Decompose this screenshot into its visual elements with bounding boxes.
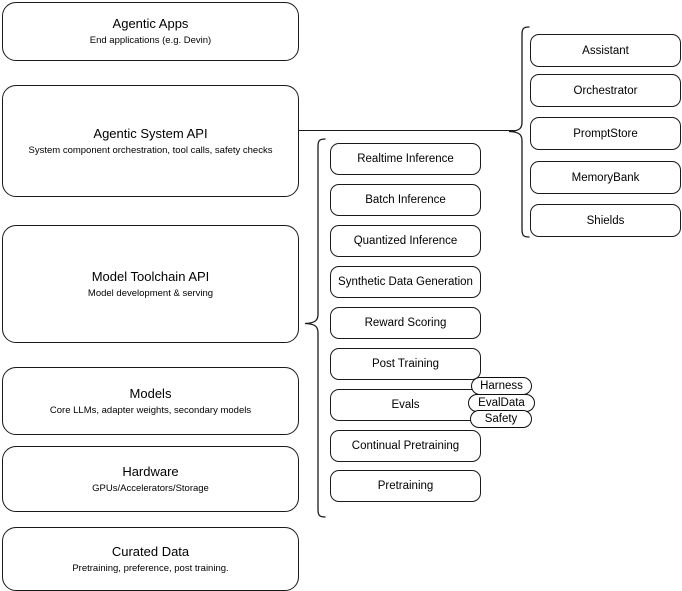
- layer-subtitle: Model development & serving: [87, 287, 214, 299]
- layer-box-hardware[interactable]: Hardware GPUs/Accelerators/Storage: [2, 446, 299, 512]
- brace-system-components: [508, 26, 530, 238]
- toolchain-box-post-training[interactable]: Post Training: [330, 348, 481, 380]
- component-label: Orchestrator: [573, 84, 638, 97]
- toolchain-box-continual-pretraining[interactable]: Continual Pretraining: [330, 430, 481, 462]
- layer-subtitle: System component orchestration, tool cal…: [28, 144, 273, 156]
- toolchain-label: Quantized Inference: [353, 235, 458, 247]
- toolchain-label: Realtime Inference: [357, 153, 454, 165]
- toolchain-label: Reward Scoring: [364, 317, 447, 329]
- layer-title: Curated Data: [111, 543, 190, 559]
- layer-title: Agentic Apps: [112, 16, 189, 31]
- evals-badge-label: Harness: [480, 379, 523, 392]
- component-label: PromptStore: [573, 127, 638, 140]
- layer-subtitle: End applications (e.g. Devin): [89, 35, 212, 46]
- layer-box-agentic-apps[interactable]: Agentic Apps End applications (e.g. Devi…: [2, 2, 299, 61]
- component-label: MemoryBank: [571, 171, 640, 184]
- component-box-orchestrator[interactable]: Orchestrator: [530, 74, 681, 107]
- component-label: Shields: [586, 214, 625, 227]
- toolchain-label: Pretraining: [377, 480, 434, 492]
- evals-badge-safety[interactable]: Safety: [470, 410, 532, 428]
- layer-box-models[interactable]: Models Core LLMs, adapter weights, secon…: [2, 367, 299, 435]
- toolchain-box-synthetic-data-generation[interactable]: Synthetic Data Generation: [330, 266, 481, 298]
- component-box-assistant[interactable]: Assistant: [530, 34, 681, 67]
- toolchain-box-quantized-inference[interactable]: Quantized Inference: [330, 225, 481, 257]
- layer-box-agentic-system-api[interactable]: Agentic System API System component orch…: [2, 85, 299, 197]
- layer-subtitle: GPUs/Accelerators/Storage: [92, 482, 209, 494]
- connector-agentic-system-api-to-components: [299, 130, 517, 131]
- layer-title: Model Toolchain API: [91, 268, 210, 284]
- toolchain-box-reward-scoring[interactable]: Reward Scoring: [330, 307, 481, 339]
- layer-title: Hardware: [122, 463, 179, 479]
- toolchain-label: Continual Pretraining: [351, 440, 460, 452]
- layer-box-model-toolchain-api[interactable]: Model Toolchain API Model development & …: [2, 225, 299, 343]
- toolchain-box-pretraining[interactable]: Pretraining: [330, 470, 481, 502]
- toolchain-label: Post Training: [371, 358, 440, 370]
- toolchain-label: Evals: [391, 399, 420, 411]
- toolchain-box-batch-inference[interactable]: Batch Inference: [330, 184, 481, 216]
- component-box-shields[interactable]: Shields: [530, 204, 681, 237]
- layer-box-curated-data[interactable]: Curated Data Pretraining, preference, po…: [2, 527, 299, 591]
- toolchain-box-evals[interactable]: Evals: [330, 389, 481, 421]
- brace-toolchain-components: [304, 138, 326, 518]
- component-label: Assistant: [582, 44, 629, 57]
- toolchain-label: Batch Inference: [365, 194, 446, 206]
- layer-title: Models: [129, 385, 172, 401]
- toolchain-label: Synthetic Data Generation: [338, 276, 473, 288]
- evals-badge-label: EvalData: [478, 396, 525, 409]
- evals-badge-harness[interactable]: Harness: [471, 377, 532, 395]
- layer-title: Agentic System API: [93, 125, 208, 141]
- component-box-memorybank[interactable]: MemoryBank: [530, 161, 681, 194]
- component-box-promptstore[interactable]: PromptStore: [530, 117, 681, 150]
- layer-subtitle: Pretraining, preference, post training.: [72, 562, 229, 574]
- layer-subtitle: Core LLMs, adapter weights, secondary mo…: [49, 404, 252, 416]
- toolchain-box-realtime-inference[interactable]: Realtime Inference: [330, 143, 481, 175]
- evals-badge-label: Safety: [484, 412, 518, 425]
